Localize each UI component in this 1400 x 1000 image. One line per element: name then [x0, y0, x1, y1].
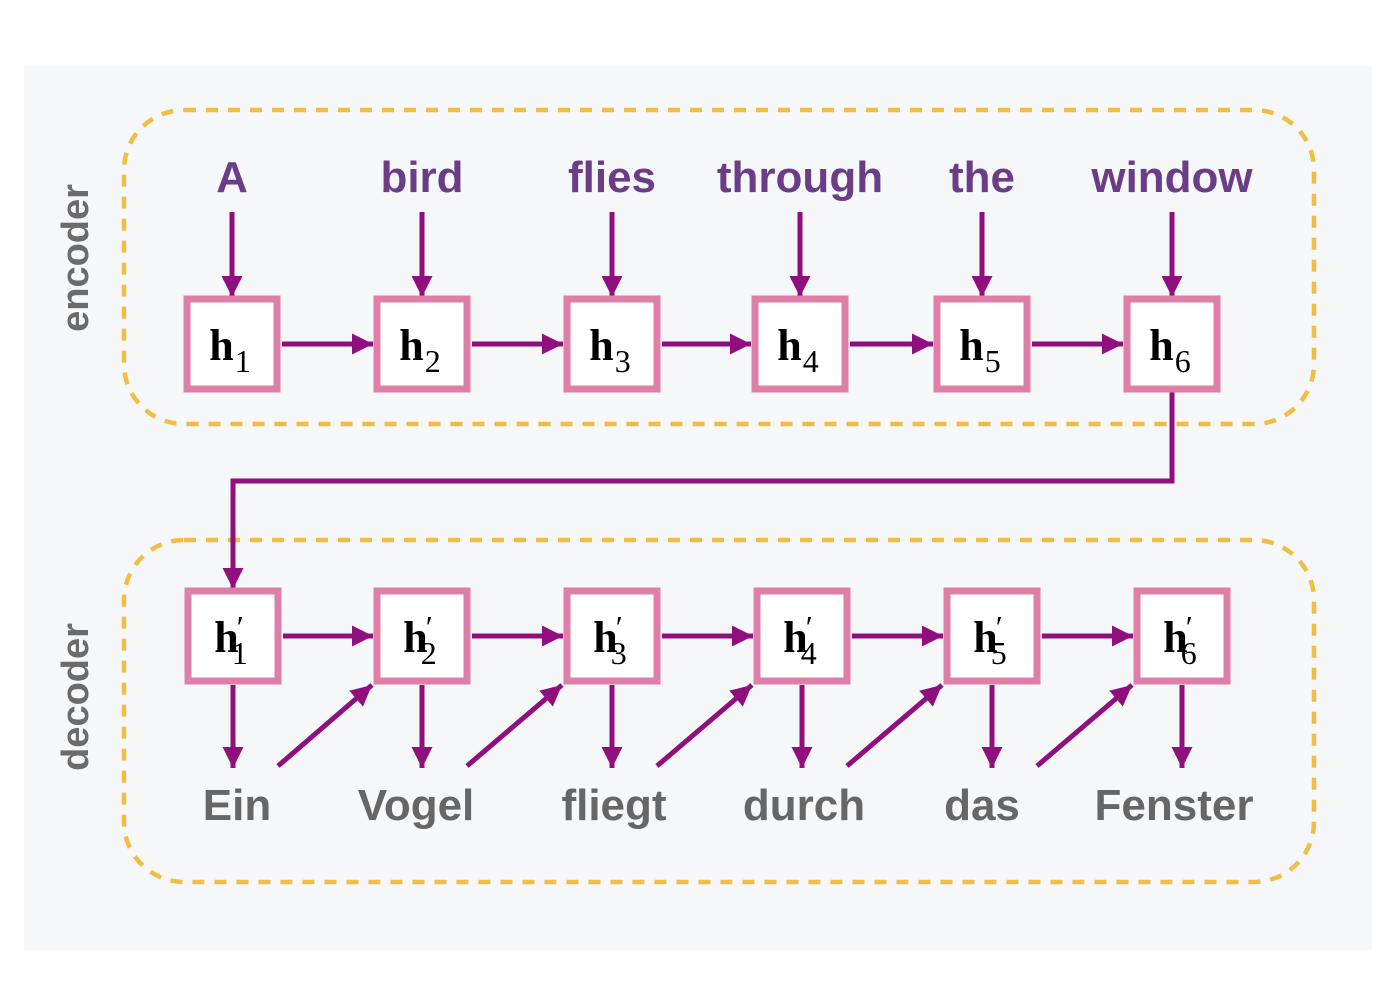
output-word: Fenster [1095, 781, 1254, 830]
input-word: the [949, 153, 1015, 202]
encoder-state-box [563, 295, 661, 393]
decoder-state-box-label: h′4 [783, 609, 816, 671]
encoder-state-box [751, 295, 849, 393]
feedback-arrow [276, 683, 374, 768]
output-word: das [944, 781, 1020, 830]
output-word: fliegt [561, 781, 666, 830]
feedback-arrow [845, 683, 944, 768]
input-word: window [1090, 153, 1253, 202]
encoder-state-box-label: h6 [1149, 321, 1190, 379]
input-word: flies [568, 153, 656, 202]
input-word: A [216, 153, 248, 202]
decoder-state-box-label: h′2 [403, 609, 436, 671]
decoder-state-box [753, 587, 851, 685]
feedback-arrow [1035, 683, 1134, 768]
decoder-state-box [184, 587, 282, 685]
decoder-state-box-label: h′5 [973, 609, 1006, 671]
encoder-state-box [373, 295, 471, 393]
decoder-state-box [1133, 587, 1231, 685]
output-word: Vogel [358, 781, 475, 830]
feedback-arrow [465, 683, 564, 768]
encoder-group-outline [121, 107, 1317, 427]
decoder-state-box [943, 587, 1041, 685]
encoder-state-box [1123, 295, 1221, 393]
decoder-state-box-label: h′1 [214, 609, 247, 671]
feedback-arrow [655, 683, 754, 768]
decoder-state-box [373, 587, 471, 685]
context-arrow [222, 392, 1175, 589]
decoder-label: decoder [55, 623, 97, 771]
encoder-state-box-label: h3 [589, 321, 630, 379]
encoder-state-box-label: h4 [777, 321, 818, 379]
decoder-state-box-label: h′3 [593, 609, 626, 671]
encoder-state-box-label: h1 [209, 321, 250, 379]
encoder-state-box [183, 295, 281, 393]
input-word: through [717, 153, 883, 202]
decoder-group-outline [121, 537, 1317, 885]
decoder-state-box-label: h′6 [1163, 609, 1196, 671]
encoder-state-box-label: h2 [399, 321, 440, 379]
encoder-state-box-label: h5 [959, 321, 1000, 379]
decoder-state-box [563, 587, 661, 685]
encoder-state-box [933, 295, 1031, 393]
encoder-label: encoder [55, 184, 97, 332]
input-word: bird [380, 153, 463, 202]
output-word: durch [743, 781, 865, 830]
output-word: Ein [203, 781, 271, 830]
diagram-background [24, 66, 1372, 950]
